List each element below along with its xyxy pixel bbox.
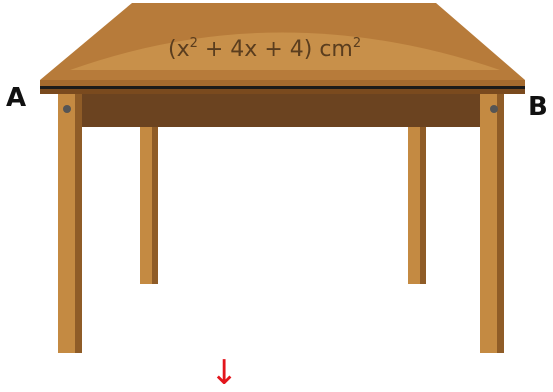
tabletop-front-edge: [40, 80, 525, 86]
screw-left: [63, 105, 71, 113]
front-legs: [58, 93, 504, 353]
corner-label-b: B: [528, 92, 548, 122]
tabletop: [40, 3, 525, 94]
back-leg-left-shade: [152, 120, 158, 284]
back-legs: [140, 120, 426, 284]
tabletop-lower-edge: [40, 89, 525, 94]
corner-label-a: A: [6, 83, 26, 113]
tabletop-highlight: [70, 32, 500, 70]
front-leg-right-shade: [497, 93, 504, 353]
table-apron: [58, 93, 502, 127]
down-arrow-icon: ↓: [210, 353, 239, 392]
tabletop-stripe: [40, 86, 525, 89]
back-leg-right-shade: [420, 120, 426, 284]
screw-right: [490, 105, 498, 113]
front-leg-left-shade: [75, 93, 82, 353]
area-label: (x2 + 4x + 4) cm2: [168, 36, 361, 62]
